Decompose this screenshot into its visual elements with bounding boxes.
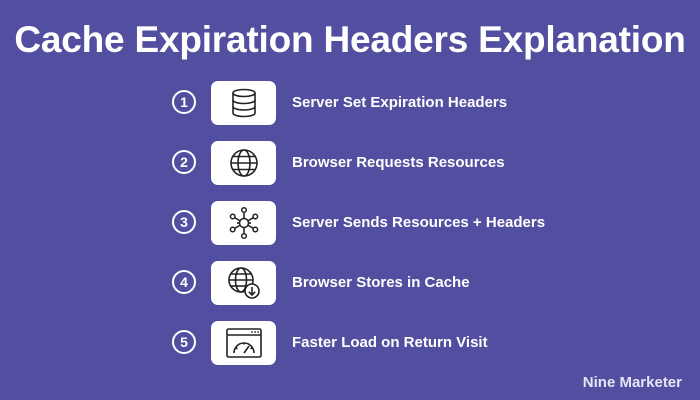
brand-logo-text: Nine Marketer: [582, 374, 682, 391]
globe-download-icon: [227, 267, 260, 299]
step-label: Server Set Expiration Headers: [292, 94, 508, 111]
step-5: 5 Faster Load on Return Visit: [172, 321, 592, 367]
step-label: Server Sends Resources + Headers: [292, 214, 546, 231]
step-number: 3: [172, 210, 196, 234]
step-label: Faster Load on Return Visit: [292, 334, 488, 351]
step-4: 4 Browser Stores in Cache: [172, 261, 592, 307]
speedometer-window-icon: [225, 328, 262, 358]
step-3: 3: [172, 201, 592, 247]
step-label: Browser Requests Resources: [292, 154, 505, 171]
step-number: 1: [172, 90, 196, 114]
step-number: 5: [172, 330, 196, 354]
step-number: 2: [172, 150, 196, 174]
step-1: 1 Server Set Expiration Headers: [172, 81, 592, 127]
step-number: 4: [172, 270, 196, 294]
step-icon-box: [211, 261, 276, 305]
step-icon-box: [211, 141, 276, 185]
step-label: Browser Stores in Cache: [292, 274, 470, 291]
globe-icon: [229, 149, 258, 177]
network-hub-icon: [229, 206, 258, 240]
page-title: Cache Expiration Headers Explanation: [14, 19, 686, 60]
step-2: 2 Browser Requests Resources: [172, 141, 592, 187]
step-icon-box: [211, 81, 276, 125]
step-icon-box: [211, 201, 276, 245]
database-icon: [231, 88, 256, 118]
step-icon-box: [211, 321, 276, 365]
